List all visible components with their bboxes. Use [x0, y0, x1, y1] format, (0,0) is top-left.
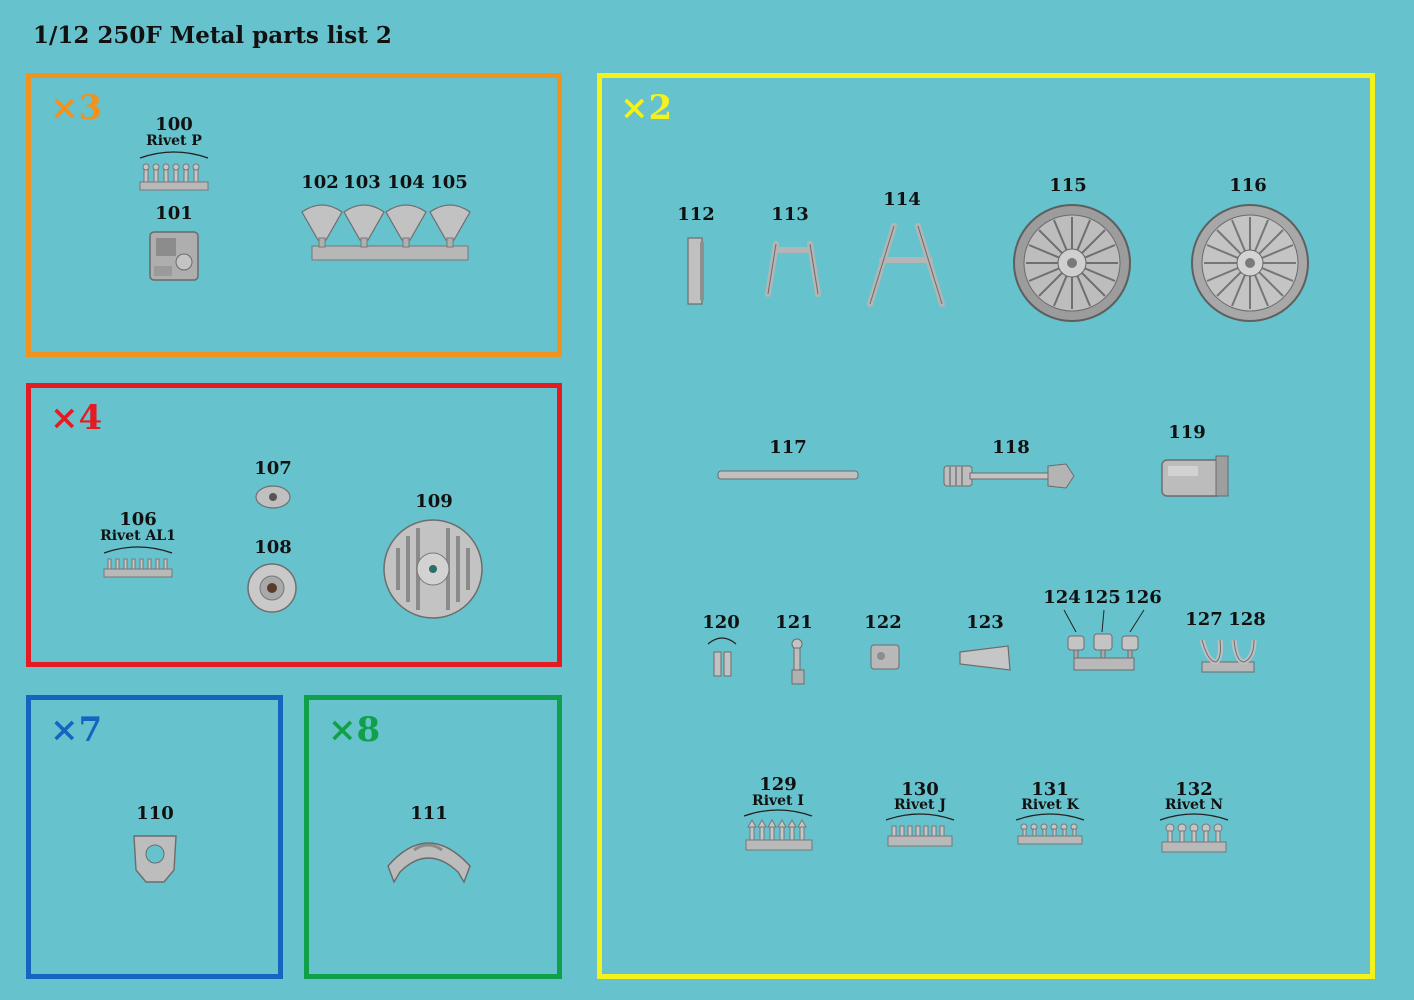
group-box-blue	[26, 695, 283, 979]
wire-wheel-116	[1190, 203, 1310, 323]
part-label-108: 108	[254, 537, 292, 558]
part-sublabel-132: Rivet N	[1164, 797, 1224, 813]
multiplier-red: ×4	[50, 398, 103, 438]
multiplier-orange: ×3	[50, 88, 103, 128]
part-label-107: 107	[254, 458, 292, 479]
part-label-110: 110	[136, 803, 174, 824]
rivet-sprue-132	[1158, 812, 1230, 854]
cone-123	[958, 644, 1014, 672]
group-box-green	[304, 695, 562, 979]
group-box-yellow	[597, 73, 1375, 979]
part-label-106: 106	[119, 509, 157, 530]
wishbone-114	[864, 220, 948, 308]
brake-shoe-111	[384, 826, 474, 886]
rivet-sprue-131	[1014, 812, 1086, 848]
part-label-130: 130	[901, 779, 939, 800]
gearbox-block-101	[146, 226, 202, 284]
part-label-116: 116	[1229, 175, 1267, 196]
part-label-102: 102	[301, 172, 339, 193]
cup-108	[246, 562, 298, 614]
part-label-115: 115	[1049, 175, 1087, 196]
part-sublabel-129: Rivet I	[752, 793, 804, 809]
wishbone-113	[762, 236, 824, 300]
driveshaft-118	[943, 460, 1078, 492]
part-label-111: 111	[410, 803, 448, 824]
part-label-119: 119	[1168, 422, 1206, 443]
part-label-114: 114	[883, 189, 921, 210]
part-label-109: 109	[415, 491, 453, 512]
bracket-110	[130, 830, 180, 884]
brake-drum-109	[382, 518, 484, 620]
part-label-129: 129	[759, 774, 797, 795]
part-label-112: 112	[677, 204, 715, 225]
flange-107	[254, 482, 292, 512]
part-label-117: 117	[769, 437, 807, 458]
part-label-113: 113	[771, 204, 809, 225]
part-label-128: 128	[1228, 609, 1266, 630]
multiplier-blue: ×7	[50, 710, 103, 750]
part-label-118: 118	[992, 437, 1030, 458]
group-box-orange	[26, 73, 562, 357]
part-sublabel-106: Rivet AL1	[100, 528, 176, 544]
part-label-123: 123	[966, 612, 1004, 633]
part-label-131: 131	[1031, 779, 1069, 800]
part-label-122: 122	[864, 612, 902, 633]
group-box-red	[26, 383, 562, 667]
rod-112	[684, 236, 708, 306]
part-label-132: 132	[1175, 779, 1213, 800]
part-label-127: 127	[1185, 609, 1223, 630]
rivet-sprue-129	[742, 808, 814, 852]
part-label-121: 121	[775, 612, 813, 633]
rivet-sprue-100	[138, 150, 210, 192]
part-label-101: 101	[155, 203, 193, 224]
part-label-103: 103	[343, 172, 381, 193]
part-label-120: 120	[702, 612, 740, 633]
clip-120	[704, 636, 740, 680]
rivet-sprue-106	[102, 545, 174, 579]
part-label-105: 105	[430, 172, 468, 193]
rivet-sprue-130	[884, 812, 956, 848]
page-title: 1/12 250F Metal parts list 2	[33, 22, 392, 49]
fan-sprue-102-105	[300, 200, 472, 266]
wire-wheel-115	[1012, 203, 1132, 323]
knob-sprue-124-126	[1060, 609, 1145, 674]
multiplier-yellow: ×2	[620, 88, 673, 128]
gearbox-119	[1158, 452, 1232, 500]
part-label-100: 100	[155, 114, 193, 135]
part-label-126: 126	[1124, 587, 1162, 608]
part-sublabel-100: Rivet P	[146, 133, 202, 149]
part-sublabel-130: Rivet J	[894, 797, 946, 813]
forks-127-128	[1196, 636, 1260, 676]
multiplier-green: ×8	[328, 710, 381, 750]
pin-121	[784, 638, 810, 688]
part-label-124: 124	[1043, 587, 1081, 608]
axle-rod-117	[716, 468, 860, 482]
part-sublabel-131: Rivet K	[1021, 797, 1079, 813]
part-label-104: 104	[387, 172, 425, 193]
part-label-125: 125	[1083, 587, 1121, 608]
block-122	[868, 642, 902, 672]
